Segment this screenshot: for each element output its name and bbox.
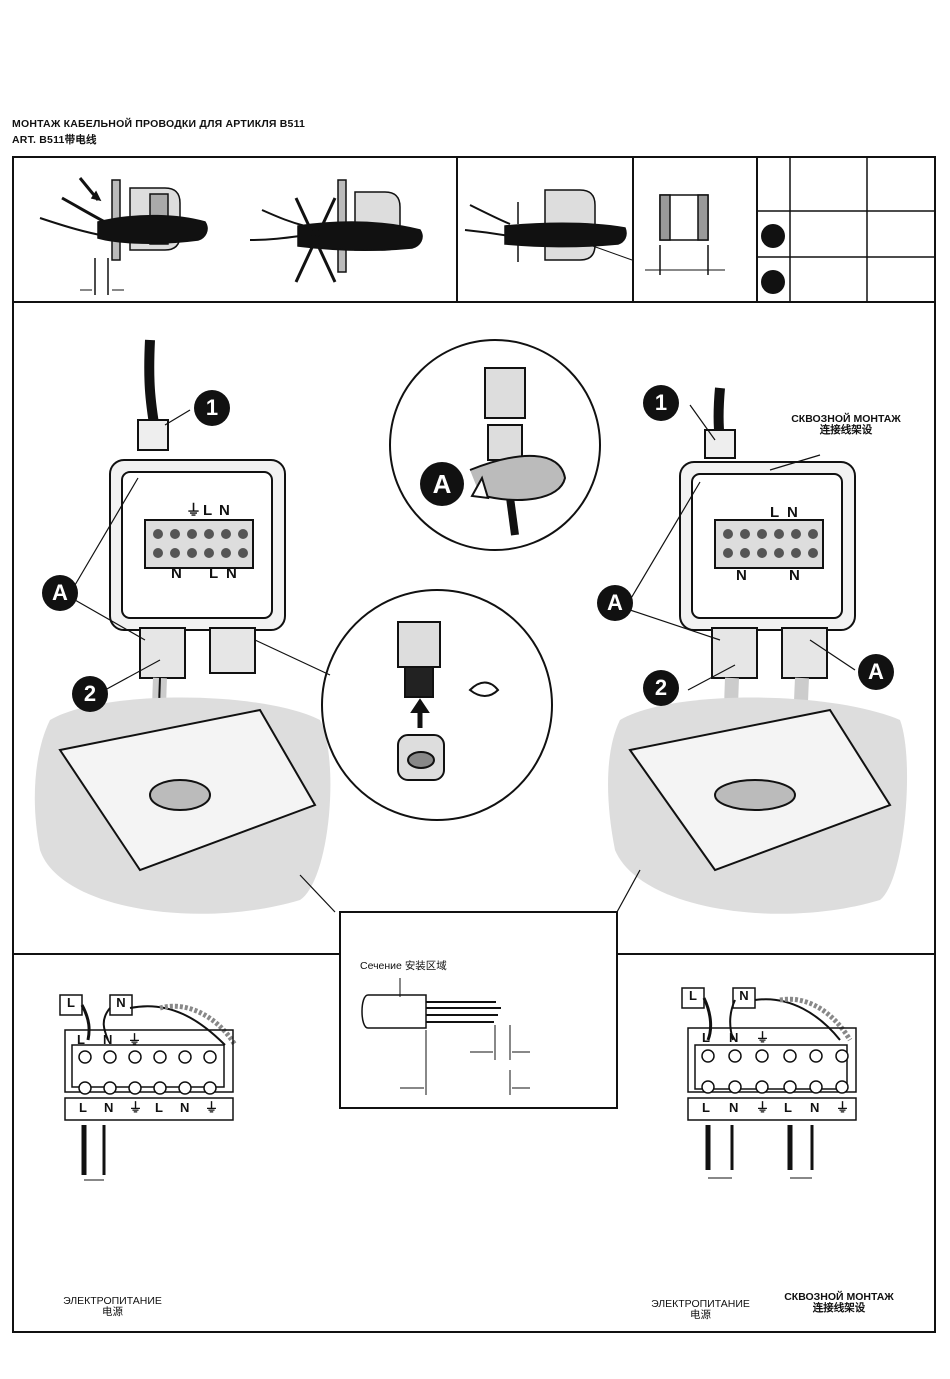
schematic-right-l-1: L bbox=[702, 1102, 710, 1114]
callout-a-left: A bbox=[42, 575, 78, 611]
terminal-n-top-left: N bbox=[219, 505, 230, 517]
callout-a-right: A bbox=[597, 585, 633, 621]
legend-dot-1 bbox=[761, 224, 785, 248]
schematic-right-n-1: N bbox=[729, 1102, 738, 1114]
schematic-left-earth-upper: ⏚ bbox=[128, 1034, 141, 1046]
terminal-n-bottom-left: N bbox=[171, 568, 182, 580]
schematic-left-l-2: L bbox=[155, 1102, 163, 1114]
schematic-right-n-tag: N bbox=[736, 990, 752, 1002]
terminal-l-bottom-left: L bbox=[209, 568, 218, 580]
legend-dot-2 bbox=[761, 270, 785, 294]
schematic-left-earth-1: ⏚ bbox=[129, 1102, 142, 1114]
gland-tighten-detail bbox=[390, 340, 600, 550]
schematic-left-l-1: L bbox=[79, 1102, 87, 1114]
terminal-n-top-right: N bbox=[787, 507, 798, 519]
through-mount-label-cn: 连接线架设 bbox=[786, 424, 906, 436]
schematic-left-n-upper: N bbox=[103, 1034, 112, 1046]
section-label: Сечение 安装区域 bbox=[360, 960, 480, 972]
schematic-right-l-2: L bbox=[784, 1102, 792, 1114]
schematic-left-l-upper: L bbox=[77, 1034, 85, 1046]
gland-detail-correct bbox=[40, 178, 207, 295]
callout-1-left: 1 bbox=[194, 390, 230, 426]
power-label-right-cn: 电源 bbox=[643, 1309, 758, 1321]
callout-a-detail: A bbox=[420, 462, 464, 506]
section-label-ru: Сечение bbox=[360, 960, 402, 972]
terminal-earth-top-left: ⏚ bbox=[186, 505, 201, 517]
schematic-left-l-tag: L bbox=[63, 997, 79, 1009]
wiring-schematic-right bbox=[682, 988, 856, 1178]
schematic-right-earth-upper: ⏚ bbox=[756, 1032, 769, 1044]
gland-assembly-detail bbox=[322, 590, 552, 820]
wiring-schematic-left bbox=[60, 995, 235, 1180]
schematic-left-n-1: N bbox=[104, 1102, 113, 1114]
schematic-right-n-2: N bbox=[810, 1102, 819, 1114]
callout-1-right: 1 bbox=[643, 385, 679, 421]
schematic-right-l-tag: L bbox=[685, 990, 701, 1002]
gland-detail-wrong bbox=[250, 180, 422, 282]
junction-box-right bbox=[608, 388, 907, 914]
gland-detail-clamp bbox=[465, 190, 632, 262]
schematic-right-l-upper: L bbox=[702, 1032, 710, 1044]
power-label-left-cn: 电源 bbox=[55, 1306, 170, 1318]
schematic-left-n-2: N bbox=[180, 1102, 189, 1114]
through-mount-caption-cn: 连接线架设 bbox=[778, 1302, 900, 1314]
callout-2-left: 2 bbox=[72, 676, 108, 712]
terminal-n-bottom-right-2: N bbox=[789, 570, 800, 582]
callout-a-right-2: A bbox=[858, 654, 894, 690]
section-label-cn: 安装区域 bbox=[405, 960, 447, 972]
terminal-n-bottom-right: N bbox=[736, 570, 747, 582]
schematic-left-n-tag: N bbox=[113, 997, 129, 1009]
junction-box-left bbox=[35, 340, 331, 914]
schematic-left-earth-2: ⏚ bbox=[205, 1102, 218, 1114]
schematic-right-earth-1: ⏚ bbox=[756, 1102, 769, 1114]
terminal-l-top-right: L bbox=[770, 507, 779, 519]
schematic-right-earth-2: ⏚ bbox=[836, 1102, 849, 1114]
callout-2-right: 2 bbox=[643, 670, 679, 706]
sleeve-detail bbox=[645, 195, 725, 275]
terminal-l-top-left: L bbox=[203, 505, 212, 517]
schematic-right-n-upper: N bbox=[729, 1032, 738, 1044]
terminal-n-bottom-left-2: N bbox=[226, 568, 237, 580]
cross-section-box bbox=[340, 912, 617, 1108]
